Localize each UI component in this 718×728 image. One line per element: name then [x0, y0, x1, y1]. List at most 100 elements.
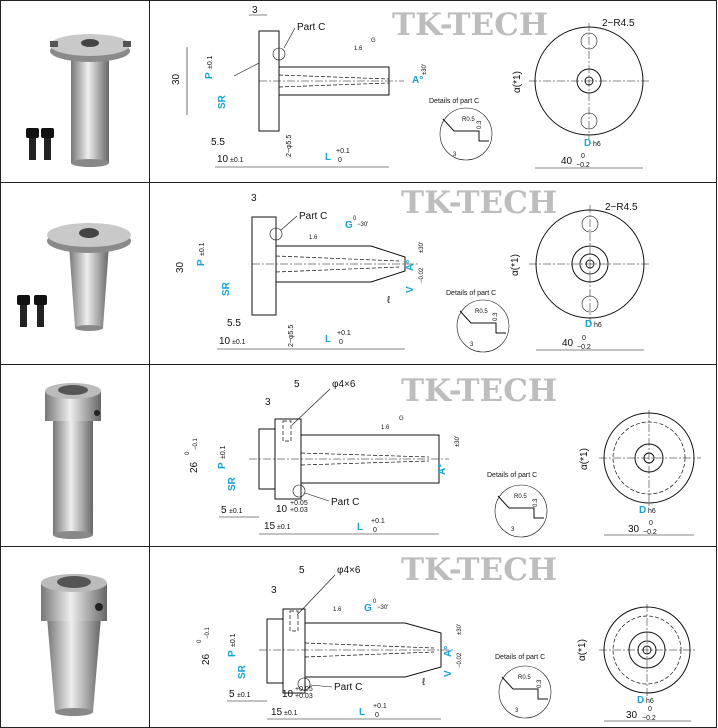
svg-text:±0.1: ±0.1	[220, 445, 227, 459]
svg-text:±0.1: ±0.1	[199, 242, 206, 256]
svg-text:0.3: 0.3	[493, 312, 499, 321]
svg-text:α(*1): α(*1)	[512, 71, 523, 93]
svg-text:+0.05: +0.05	[290, 500, 308, 507]
guide-shaft-image	[53, 415, 93, 535]
svg-text:L: L	[325, 152, 331, 163]
side-view-1	[233, 30, 404, 132]
svg-text:2−R4.5: 2−R4.5	[605, 202, 638, 213]
front-view-3	[599, 410, 701, 507]
svg-text:0: 0	[375, 712, 379, 719]
svg-text:−0.2: −0.2	[577, 344, 591, 351]
side-view-3	[249, 418, 449, 500]
svg-text:L: L	[357, 522, 363, 533]
svg-text:P: P	[217, 462, 228, 469]
watermark: TK-TECH	[392, 7, 548, 43]
svg-text:±30': ±30'	[455, 436, 461, 447]
svg-text:0.3: 0.3	[537, 679, 543, 688]
svg-text:30: 30	[626, 710, 638, 721]
svg-text:40: 40	[562, 338, 574, 349]
svg-text:0: 0	[648, 706, 652, 713]
svg-text:φ4×6: φ4×6	[337, 565, 361, 576]
front-view-2	[529, 205, 651, 323]
svg-text:A°: A°	[443, 646, 454, 657]
guide-shaft-image	[71, 53, 109, 163]
svg-text:−30': −30'	[357, 222, 368, 228]
svg-text:+0.1: +0.1	[373, 703, 387, 710]
svg-text:G: G	[364, 603, 372, 614]
svg-text:SR: SR	[217, 94, 228, 109]
watermark: TK-TECH	[401, 185, 557, 221]
front-view-4	[599, 604, 697, 697]
svg-text:R0.5: R0.5	[462, 117, 475, 123]
svg-text:±0.1: ±0.1	[284, 710, 298, 717]
svg-text:Part C: Part C	[334, 682, 362, 693]
svg-text:G: G	[399, 416, 404, 422]
svg-text:30: 30	[628, 524, 640, 535]
svg-text:5: 5	[299, 565, 305, 576]
svg-text:±0.1: ±0.1	[237, 692, 251, 699]
svg-text:±0.1: ±0.1	[207, 55, 214, 69]
svg-text:α(*1): α(*1)	[579, 448, 590, 470]
svg-text:−0.1: −0.1	[205, 626, 211, 639]
svg-text:5.5: 5.5	[227, 318, 241, 329]
svg-text:G: G	[371, 38, 376, 44]
svg-text:40: 40	[561, 156, 573, 167]
svg-text:+0.03: +0.03	[295, 693, 313, 700]
svg-text:G: G	[345, 220, 353, 231]
svg-text:L: L	[359, 707, 365, 718]
svg-text:3: 3	[515, 708, 519, 714]
svg-text:3: 3	[252, 5, 258, 16]
svg-text:±30': ±30'	[422, 64, 428, 75]
svg-text:−0.02: −0.02	[419, 267, 425, 283]
svg-text:0: 0	[338, 157, 342, 164]
svg-text:0.3: 0.3	[533, 498, 539, 507]
svg-text:3: 3	[265, 397, 271, 408]
bolt-image	[17, 295, 47, 327]
svg-text:P: P	[196, 259, 207, 266]
part-c-marker	[272, 47, 286, 61]
svg-text:0: 0	[339, 339, 343, 346]
svg-text:±30': ±30'	[419, 242, 425, 253]
detail-part-c-3	[494, 484, 548, 538]
svg-text:30: 30	[175, 261, 186, 273]
drawing-1: TK-TECH 3 Part C 30 P	[149, 1, 716, 182]
svg-text:−0.02: −0.02	[457, 652, 463, 668]
watermark: TK-TECH	[401, 552, 557, 588]
drawing-2: TK-TECH 3 Part C 30 P ±0.1 SR 1.6 G	[149, 183, 716, 364]
svg-text:1.6: 1.6	[354, 46, 363, 52]
svg-text:26: 26	[189, 461, 200, 473]
svg-text:3: 3	[511, 527, 515, 533]
svg-text:SR: SR	[237, 664, 248, 679]
svg-text:0: 0	[373, 527, 377, 534]
svg-text:±0.1: ±0.1	[232, 339, 246, 346]
svg-text:5: 5	[229, 689, 235, 700]
svg-text:+0.03: +0.03	[290, 507, 308, 514]
svg-text:P: P	[204, 72, 215, 79]
svg-text:1.6: 1.6	[333, 607, 342, 613]
front-view-1	[529, 23, 649, 139]
svg-text:10: 10	[217, 154, 229, 165]
drawing-3: TK-TECH 5 3 φ4×6 26 0 −0.1 P	[149, 365, 716, 546]
svg-text:V: V	[405, 286, 416, 293]
svg-text:φ4×6: φ4×6	[332, 379, 356, 390]
svg-text:−0.2: −0.2	[643, 529, 657, 536]
svg-text:3: 3	[453, 152, 457, 158]
svg-text:h6: h6	[648, 508, 656, 515]
svg-text:D: D	[585, 319, 592, 330]
svg-text:Details of part C: Details of part C	[487, 472, 537, 479]
product-photo-3	[1, 365, 150, 546]
tapered-shaft-image	[69, 245, 109, 328]
svg-text:α(*1): α(*1)	[577, 639, 588, 661]
svg-text:15: 15	[264, 521, 276, 532]
svg-text:0: 0	[185, 451, 191, 455]
svg-text:±0.1: ±0.1	[229, 508, 243, 515]
detail-part-c-1	[439, 107, 493, 161]
svg-text:2−φ5.5: 2−φ5.5	[286, 135, 293, 157]
svg-text:−0.2: −0.2	[576, 162, 590, 169]
drawing-4: TK-TECH 5 3 φ4×6 26 0 −0.1 P	[149, 547, 716, 727]
svg-text:±30': ±30'	[457, 624, 463, 635]
product-row-4: TK-TECH 5 3 φ4×6 26 0 −0.1 P	[0, 546, 717, 728]
svg-text:+0.1: +0.1	[336, 148, 350, 155]
svg-text:D: D	[637, 695, 644, 706]
